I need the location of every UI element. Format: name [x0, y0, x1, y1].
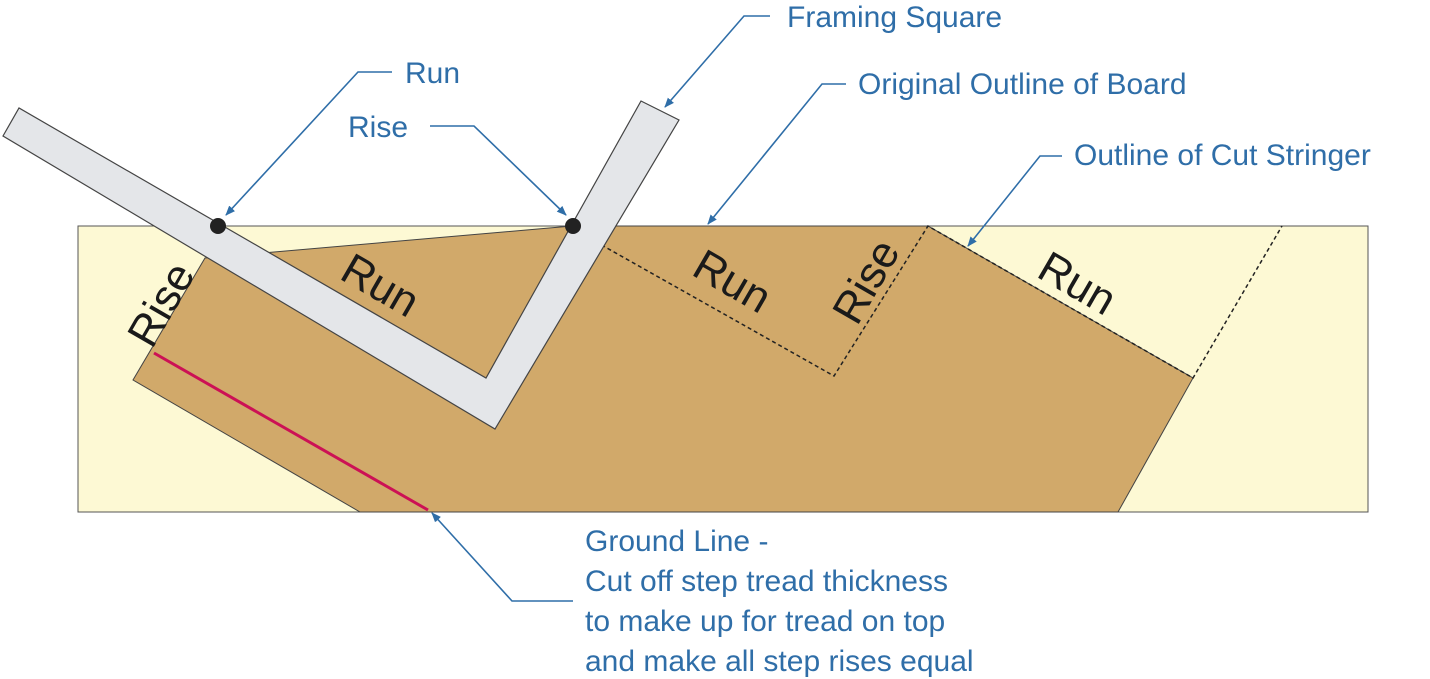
leader-cut-stringer [967, 155, 1062, 247]
run-mark-dot [210, 218, 226, 234]
callout-rise: Rise [348, 111, 408, 144]
leader-run [225, 71, 392, 216]
callout-cut-stringer: Outline of Cut Stringer [1074, 139, 1371, 172]
rise-mark-dot [565, 218, 581, 234]
callout-run: Run [405, 57, 460, 90]
callout-ground-line: Ground Line - Cut off step tread thickne… [585, 525, 974, 678]
leader-original-outline [707, 83, 846, 225]
leader-ground-line [431, 512, 573, 602]
callout-framing-square: Framing Square [787, 1, 1002, 34]
cut-stringer-dashed-outline [571, 224, 1283, 380]
cut-stringer [132, 225, 1194, 513]
ground-line-text-1: Ground Line - [585, 525, 768, 558]
ground-line-text-2: Cut off step tread thickness [585, 565, 948, 598]
framing-square [2, 100, 680, 430]
ground-line [153, 351, 429, 512]
callout-original-outline: Original Outline of Board [858, 68, 1187, 101]
leader-rise [430, 125, 567, 216]
ground-line-text-4: and make all step rises equal [585, 645, 974, 678]
ground-line-text-3: to make up for tread on top [585, 605, 945, 638]
leader-framing-square [664, 15, 770, 108]
